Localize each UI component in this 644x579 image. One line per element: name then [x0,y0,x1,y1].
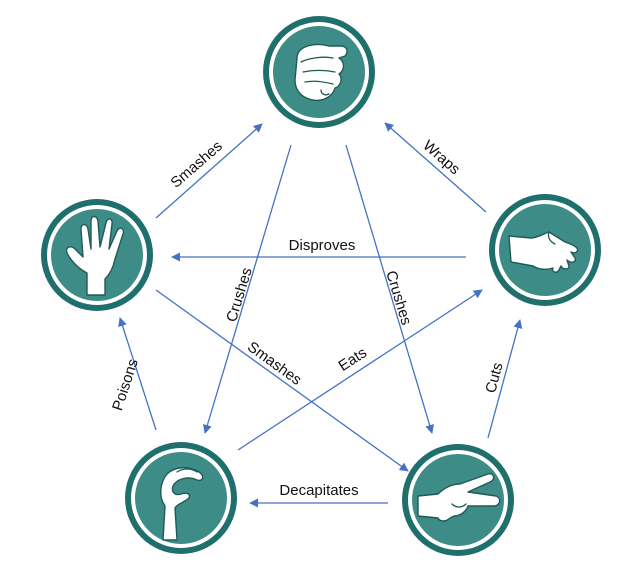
arrows [118,122,523,508]
label-poisons: Poisons [109,357,142,413]
arrow-rock-crushes-scissors [345,144,434,434]
label-eats: Eats [335,344,369,375]
arrow-paper-wraps-rock [384,122,487,213]
arrow-rock-crushes-lizard [203,144,292,434]
label-disproves: Disproves [289,237,356,254]
arrow-lizard-eats-paper [237,289,483,451]
scissors-node [402,444,514,556]
label-crushes-right: Crushes [382,269,415,327]
scissors-hand-icon [417,472,501,522]
paper-hand-icon [508,231,579,273]
rock-node [263,16,375,128]
arrow-lizard-poisons-spock [118,317,157,431]
paper-node [489,194,601,306]
rock-fist-icon [294,43,348,102]
arrow-spock-smashes-scissors [155,289,409,472]
label-decapitates: Decapitates [279,482,358,499]
arrow-rock-smashes-spock-top [155,123,263,219]
lizard-node [125,442,237,554]
label-crushes-left: Crushes [223,266,256,324]
spock-node [41,199,153,311]
spock-hand-icon [65,215,125,296]
lizard-hand-icon [160,467,204,541]
label-smashes-middle: Smashes [244,338,305,389]
arrow-scissors-cuts-paper [487,319,523,439]
label-cuts: Cuts [482,361,506,395]
